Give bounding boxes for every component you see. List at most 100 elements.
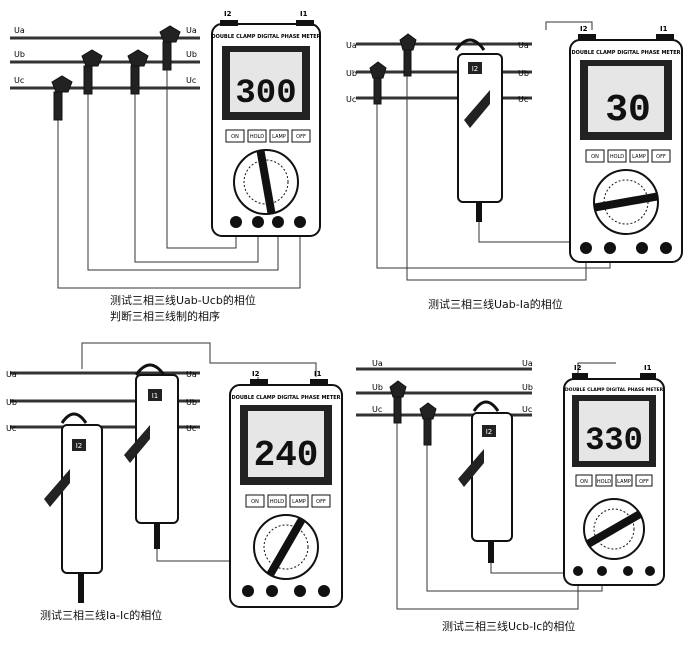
- clamp-label: I2: [472, 65, 479, 73]
- meter-reading: 300: [235, 75, 296, 113]
- clamp-cable: [78, 573, 84, 603]
- hold-button[interactable]: [267, 494, 287, 508]
- line-ua-label-right: Ua: [518, 41, 529, 50]
- button-row: ON HOLD LAMP OFF: [575, 474, 653, 487]
- diagram-ia-ic: Ua Ub Uc Ua Ub Uc I2 I1: [6, 342, 343, 608]
- jack-1[interactable]: [580, 242, 592, 254]
- lamp-button-label: LAMP: [272, 134, 286, 140]
- off-button[interactable]: [311, 494, 331, 508]
- test-leads: [369, 33, 417, 105]
- phase-meter: I2 I1 DOUBLE CLAMP DIGITAL PHASE METER 2…: [229, 370, 343, 608]
- lamp-button[interactable]: [629, 149, 649, 163]
- hold-button[interactable]: [607, 149, 627, 163]
- alligator-clip-uc: [51, 75, 73, 121]
- line-ub-label-right: Ub: [186, 50, 197, 59]
- on-button[interactable]: [225, 129, 245, 143]
- dial-knob[interactable]: [266, 517, 306, 577]
- lamp-button[interactable]: [615, 474, 633, 487]
- off-button[interactable]: [291, 129, 311, 143]
- jack-4[interactable]: [660, 242, 672, 254]
- off-button[interactable]: [651, 149, 671, 163]
- alligator-clip-uc: [419, 402, 437, 446]
- caption-line-1: 测试三相三线Ia-Ic的相位: [40, 609, 163, 622]
- jack-2[interactable]: [597, 566, 607, 576]
- caption-line-1: 测试三相三线Ucb-Ic的相位: [442, 620, 576, 633]
- on-button-label: ON: [251, 499, 259, 505]
- dial-knob[interactable]: [586, 510, 642, 548]
- on-button[interactable]: [245, 494, 265, 508]
- jack-3[interactable]: [623, 566, 633, 576]
- lamp-button[interactable]: [269, 129, 289, 143]
- clamp-trigger: [458, 449, 484, 487]
- alligator-clip-ua: [399, 33, 417, 77]
- input-jacks: [573, 566, 655, 576]
- clamp-label: I1: [152, 392, 159, 400]
- diagram-ucb-ic: Ua Ub Uc Ua Ub Uc I2: [356, 359, 665, 610]
- input-jacks: [230, 216, 306, 228]
- port-i1-label: I1: [314, 370, 322, 378]
- clamp-jaw: [454, 38, 486, 51]
- port-i2-label: I2: [574, 364, 582, 372]
- lamp-button-label: LAMP: [292, 499, 306, 505]
- jack-4[interactable]: [645, 566, 655, 576]
- jack-3[interactable]: [294, 585, 306, 597]
- dial-scale: [263, 524, 309, 570]
- display-screen: [588, 66, 664, 132]
- clamp-cable: [488, 541, 494, 563]
- caption-line-1: 测试三相三线Uab-Ucb的相位: [110, 294, 256, 307]
- jack-2[interactable]: [252, 216, 264, 228]
- port-i1-label: I1: [644, 364, 652, 372]
- port-i1-jack: [656, 34, 674, 40]
- on-button-label: ON: [231, 134, 239, 140]
- panel-uab-ucb: Ua Ub Uc Ua Ub Uc: [0, 0, 346, 329]
- dial-scale: [593, 508, 635, 550]
- port-i1-jack: [640, 373, 656, 379]
- clamp-jaw: [134, 363, 166, 376]
- caption-line-1: 测试三相三线Uab-Ia的相位: [428, 298, 563, 311]
- line-uc-label-right: Uc: [518, 95, 528, 104]
- dial-knob[interactable]: [256, 149, 276, 215]
- clamp-cable: [476, 202, 482, 222]
- jack-2[interactable]: [604, 242, 616, 254]
- lamp-button-label: LAMP: [617, 479, 631, 485]
- panel-ucb-ic: Ua Ub Uc Ua Ub Uc I2: [346, 329, 692, 658]
- line-ub-label-left: Ub: [346, 69, 357, 78]
- clamp-trigger: [124, 425, 150, 463]
- display-screen: [248, 411, 324, 477]
- phase-lines: Ua Ub Uc Ua Ub Uc: [356, 359, 533, 417]
- phase-meter: I2 I1 DOUBLE CLAMP DIGITAL PHASE METER 3…: [211, 10, 321, 237]
- current-clamp-ia: I2: [454, 38, 503, 222]
- line-ua-label-right: Ua: [186, 370, 197, 379]
- on-button[interactable]: [575, 474, 593, 487]
- meter-title: DOUBLE CLAMP DIGITAL PHASE METER: [231, 395, 340, 401]
- lamp-button[interactable]: [289, 494, 309, 508]
- jack-4[interactable]: [318, 585, 330, 597]
- jack-1[interactable]: [242, 585, 254, 597]
- phase-meter: I2 I1 DOUBLE CLAMP DIGITAL PHASE METER 3…: [569, 25, 683, 263]
- line-ub-label-right: Ub: [522, 383, 533, 392]
- panel-ia-ic: Ua Ub Uc Ua Ub Uc I2 I1: [0, 329, 346, 658]
- jack-2[interactable]: [266, 585, 278, 597]
- line-ua-label-right: Ua: [522, 359, 533, 368]
- line-ub-label-left: Ub: [14, 50, 25, 59]
- line-ua-label-left: Ua: [346, 41, 357, 50]
- jack-3[interactable]: [636, 242, 648, 254]
- jack-1[interactable]: [230, 216, 242, 228]
- off-button-label: OFF: [296, 134, 306, 140]
- clamp-cable: [154, 523, 160, 549]
- jack-4[interactable]: [294, 216, 306, 228]
- jack-1[interactable]: [573, 566, 583, 576]
- on-button[interactable]: [585, 149, 605, 163]
- line-uc-label-right: Uc: [186, 424, 196, 433]
- line-uc-label-right: Uc: [186, 76, 196, 85]
- port-i1-jack: [296, 20, 314, 26]
- hold-button[interactable]: [247, 129, 267, 143]
- dial-knob[interactable]: [593, 192, 659, 212]
- on-button-label: ON: [580, 479, 588, 485]
- off-button[interactable]: [635, 474, 653, 487]
- hold-button-label: HOLD: [597, 479, 611, 485]
- clamp-jaw: [60, 412, 88, 424]
- hold-button[interactable]: [595, 474, 613, 487]
- jack-3[interactable]: [272, 216, 284, 228]
- meter-reading: 30: [605, 89, 651, 132]
